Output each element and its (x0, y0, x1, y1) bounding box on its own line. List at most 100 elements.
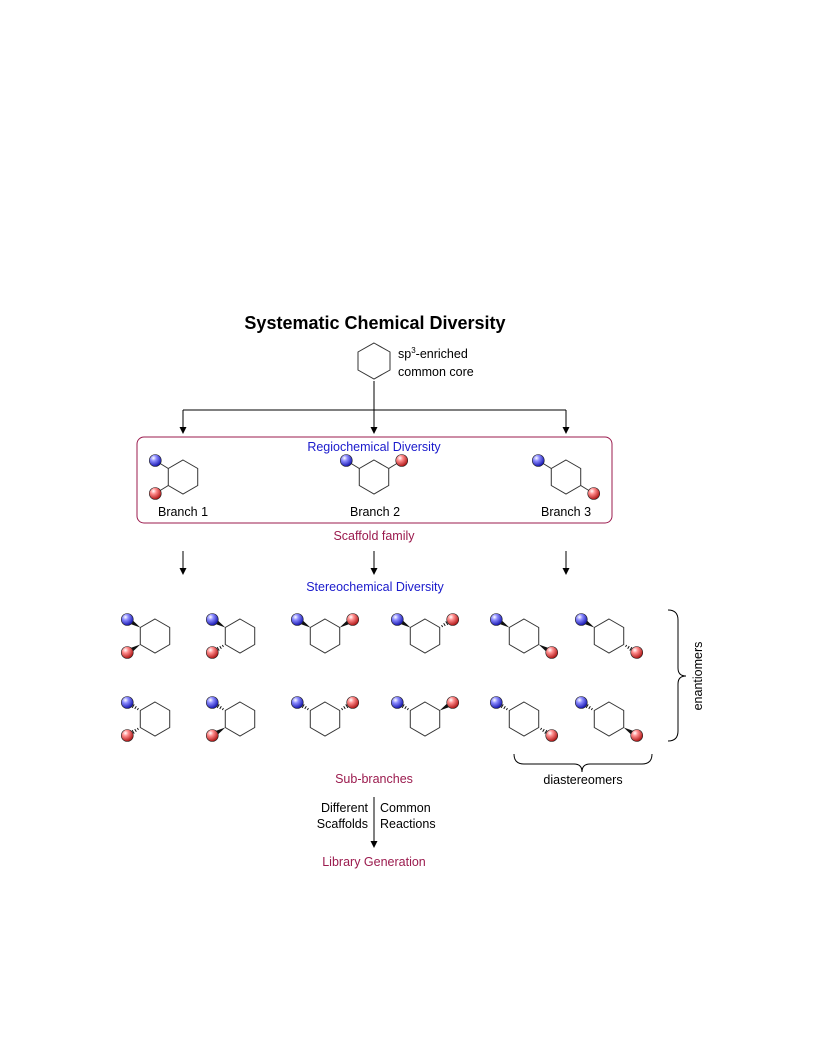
enantiomers-label: enantiomers (691, 642, 705, 711)
hash-bond (629, 646, 633, 651)
red-sphere (545, 646, 559, 659)
blue-sphere (574, 696, 588, 709)
different-text: Different (321, 801, 369, 815)
blue-sphere (390, 696, 404, 709)
hash-bond (301, 704, 305, 709)
scaffold-family-label: Scaffold family (333, 529, 415, 543)
cyclohexane-ring (224, 701, 256, 737)
reactions-text: Reactions (380, 817, 436, 831)
red-sphere (446, 696, 460, 709)
stereo-row1-molecule-3 (290, 613, 360, 654)
red-sphere (395, 454, 409, 467)
stereo-row1-molecule-2 (205, 613, 256, 659)
red-sphere (205, 729, 219, 742)
branch2-label: Branch 2 (350, 505, 400, 519)
red-sphere (545, 729, 559, 742)
branch1-label: Branch 1 (158, 505, 208, 519)
cyclohexane-ring (139, 701, 171, 737)
stereo-row2-molecule-6 (574, 696, 644, 742)
blue-sphere (489, 696, 503, 709)
hash-bond (401, 704, 405, 709)
blue-sphere (205, 613, 219, 626)
hash-bond (221, 707, 224, 711)
hash-bond (341, 707, 344, 711)
hash-bond (134, 706, 137, 710)
diastereomers-brace (513, 753, 653, 773)
branch1-arrowhead (179, 427, 187, 434)
red-sphere (346, 696, 360, 709)
red-sphere (205, 646, 219, 659)
hash-bond (219, 645, 222, 649)
cyclohexane-ring (224, 618, 256, 654)
cyclohexane-ring (358, 459, 390, 495)
hash-bond (136, 727, 139, 731)
cyclohexane-ring (309, 701, 341, 737)
cyclohexane-ring (409, 618, 441, 654)
branch2-arrowhead (370, 427, 378, 434)
hash-bond (443, 623, 446, 627)
sub-arrowhead-3 (562, 568, 570, 575)
blue-sphere (339, 454, 353, 467)
stereo-row1-molecule-5 (489, 613, 559, 659)
hash-bond (540, 727, 543, 731)
red-sphere (120, 729, 134, 742)
blue-sphere (390, 613, 404, 626)
cyclohexane-ring (309, 618, 341, 654)
stereo-row1-molecule-4 (390, 613, 460, 654)
regio-box (136, 436, 613, 524)
blue-sphere (290, 613, 304, 626)
hash-bond (445, 621, 449, 626)
hash-bond (221, 644, 224, 648)
sub-arrowhead-1 (179, 568, 187, 575)
hash-bond (219, 706, 222, 710)
hash-bond (216, 704, 220, 709)
cyclohexane-ring (593, 701, 625, 737)
diastereomers-label: diastereomers (543, 773, 622, 787)
hash-bond (136, 707, 139, 711)
hash-bond (131, 704, 135, 709)
blue-sphere (120, 613, 134, 626)
hash-bond (585, 704, 589, 709)
stereo-row1-molecule-1 (120, 613, 171, 659)
hash-bond (345, 704, 349, 709)
stereo-row1-molecule-6 (574, 613, 644, 659)
stereo-title: Stereochemical Diversity (306, 580, 444, 594)
red-sphere (446, 613, 460, 626)
core-cyclohexane (357, 342, 391, 380)
stereo-row2-molecule-3 (290, 696, 360, 737)
core-label-line2: common core (398, 365, 474, 379)
red-sphere (346, 613, 360, 626)
blue-sphere (574, 613, 588, 626)
hash-bond (216, 646, 220, 651)
blue-sphere (290, 696, 304, 709)
hash-bond (500, 704, 504, 709)
branch3-label: Branch 3 (541, 505, 591, 519)
core-label-line1: sp3-enriched (398, 346, 468, 361)
cyclohexane-ring (508, 618, 540, 654)
red-sphere (587, 487, 601, 500)
branch3-arrowhead (562, 427, 570, 434)
branch3-molecule (531, 454, 601, 500)
hash-bond (134, 728, 137, 732)
cyclohexane-ring (508, 701, 540, 737)
hash-bond (131, 729, 135, 734)
hash-bond (544, 729, 548, 734)
library-arrowhead (370, 841, 378, 848)
sub-arrowhead-2 (370, 568, 378, 575)
hash-bond (404, 706, 407, 710)
cyclohexane-ring (167, 459, 199, 495)
blue-sphere (120, 696, 134, 709)
hash-bond (590, 707, 593, 711)
molecule-layer (120, 454, 644, 742)
branch1-molecule (148, 454, 199, 500)
diagram-title: Systematic Chemical Diversity (244, 313, 505, 333)
cyclohexane-ring (550, 459, 582, 495)
common-text: Common (380, 801, 431, 815)
cyclohexane-ring (409, 701, 441, 737)
blue-sphere (205, 696, 219, 709)
hash-bond (627, 645, 630, 649)
sub-branches-label: Sub-branches (335, 772, 413, 786)
hash-bond (625, 644, 628, 648)
stereo-row2-molecule-2 (205, 696, 256, 742)
